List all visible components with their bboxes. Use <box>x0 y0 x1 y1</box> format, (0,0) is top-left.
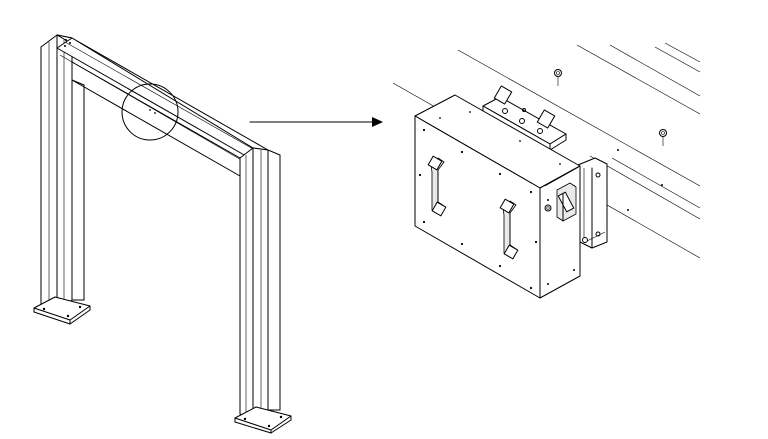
right-post <box>239 147 281 421</box>
detail-circle <box>121 83 179 141</box>
enclosure-detail <box>392 42 701 299</box>
left-foot-plate <box>33 296 91 325</box>
enclosure-box <box>414 94 581 299</box>
arch-frame <box>33 34 292 434</box>
top-beam <box>56 34 269 177</box>
flange-bolts <box>582 231 606 243</box>
beam-lines <box>392 42 701 259</box>
left-handle <box>427 155 447 217</box>
side-latch <box>544 182 577 222</box>
mounting-flange <box>577 157 608 249</box>
right-foot-plate <box>234 406 292 434</box>
detail-arrow <box>249 117 383 127</box>
right-handle <box>499 198 519 260</box>
fasteners <box>554 69 667 211</box>
left-post <box>40 34 85 311</box>
